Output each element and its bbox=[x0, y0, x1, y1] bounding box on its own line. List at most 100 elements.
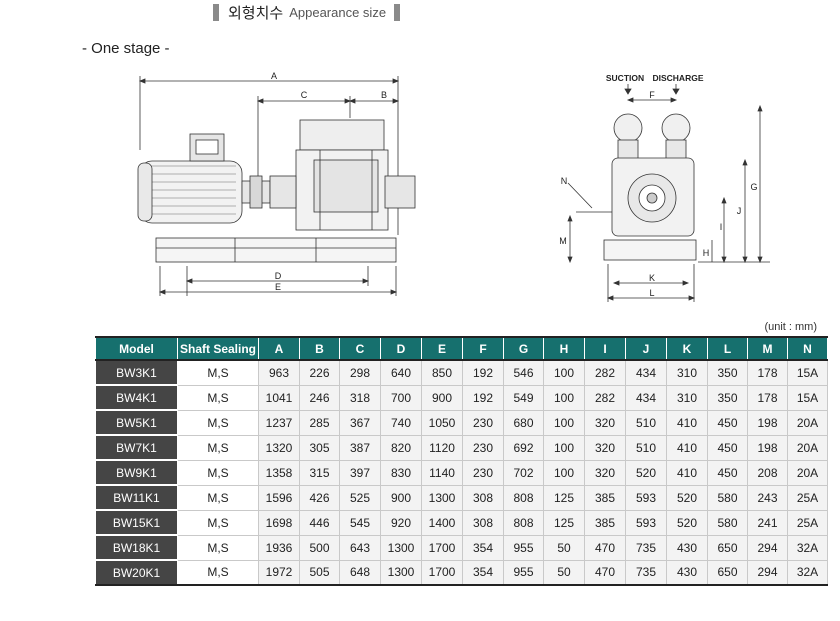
dimension-cell: 505 bbox=[299, 559, 341, 586]
dimension-cell: 385 bbox=[584, 509, 627, 536]
col-header-h: H bbox=[543, 336, 586, 361]
shaft-sealing-cell: M,S bbox=[176, 434, 260, 461]
dimension-cell: 310 bbox=[666, 359, 709, 386]
header-bar-left bbox=[213, 3, 219, 21]
dimension-cell: 546 bbox=[503, 359, 545, 386]
dimension-cell: 700 bbox=[380, 384, 423, 411]
dim-label-d: D bbox=[275, 271, 282, 281]
dim-label-a: A bbox=[271, 71, 277, 81]
dim-label-l: L bbox=[649, 288, 654, 298]
dimension-cell: 410 bbox=[666, 409, 709, 436]
dim-label-e: E bbox=[275, 282, 281, 292]
dimension-cell: 15A bbox=[787, 359, 829, 386]
dimension-cell: 241 bbox=[747, 509, 789, 536]
dimension-cell: 735 bbox=[625, 559, 668, 586]
col-header-c: C bbox=[339, 336, 382, 361]
dimension-cell: 648 bbox=[339, 559, 382, 586]
dimension-cell: 125 bbox=[543, 509, 586, 536]
col-header-e: E bbox=[421, 336, 464, 361]
dimension-cell: 320 bbox=[584, 459, 627, 486]
side-view: SUCTION DISCHARGE F N M bbox=[559, 73, 770, 302]
dimension-cell: 32A bbox=[787, 559, 829, 586]
col-header-g: G bbox=[503, 336, 545, 361]
dimension-cell: 25A bbox=[787, 484, 829, 511]
col-header-shaft-sealing: Shaft Sealing bbox=[176, 336, 260, 361]
dimension-cell: 100 bbox=[543, 434, 586, 461]
front-view: A C B D bbox=[137, 71, 416, 296]
model-cell: BW11K1 bbox=[95, 484, 178, 511]
dimension-cell: 198 bbox=[747, 409, 789, 436]
dimension-cell: 25A bbox=[787, 509, 829, 536]
dim-label-h: H bbox=[703, 248, 710, 258]
table-header-row: Model Shaft Sealing A B C D E F G H I J … bbox=[95, 336, 829, 361]
dimension-cell: 434 bbox=[625, 384, 668, 411]
dimension-cell: 285 bbox=[299, 409, 341, 436]
dimension-cell: 500 bbox=[299, 534, 341, 561]
dimension-cell: 178 bbox=[747, 384, 789, 411]
col-header-k: K bbox=[666, 336, 709, 361]
shaft-sealing-cell: M,S bbox=[176, 384, 260, 411]
model-cell: BW9K1 bbox=[95, 459, 178, 486]
dimension-cell: 735 bbox=[625, 534, 668, 561]
dimension-cell: 1358 bbox=[258, 459, 301, 486]
dimension-cell: 510 bbox=[625, 434, 668, 461]
dimension-cell: 1120 bbox=[421, 434, 464, 461]
dimension-cell: 470 bbox=[584, 559, 627, 586]
shaft-sealing-cell: M,S bbox=[176, 484, 260, 511]
dimension-cell: 100 bbox=[543, 359, 586, 386]
dimension-cell: 650 bbox=[707, 559, 749, 586]
dimension-cell: 1300 bbox=[380, 534, 423, 561]
model-cell: BW18K1 bbox=[95, 534, 178, 561]
dimension-cell: 320 bbox=[584, 409, 627, 436]
dimension-cell: 808 bbox=[503, 484, 545, 511]
model-cell: BW15K1 bbox=[95, 509, 178, 536]
dim-label-m: M bbox=[559, 236, 567, 246]
dimension-cell: 310 bbox=[666, 384, 709, 411]
dimension-cell: 410 bbox=[666, 434, 709, 461]
shaft-sealing-cell: M,S bbox=[176, 409, 260, 436]
dimension-cell: 230 bbox=[462, 409, 505, 436]
dimension-cell: 294 bbox=[747, 559, 789, 586]
header-bar-right bbox=[394, 3, 401, 21]
col-header-model: Model bbox=[95, 336, 178, 361]
dimension-cell: 282 bbox=[584, 384, 627, 411]
dimension-cell: 350 bbox=[707, 384, 749, 411]
dim-label-k: K bbox=[649, 273, 655, 283]
dimension-cell: 525 bbox=[339, 484, 382, 511]
discharge-label: DISCHARGE bbox=[652, 73, 703, 83]
dimension-cell: 100 bbox=[543, 459, 586, 486]
dimension-cell: 1320 bbox=[258, 434, 301, 461]
dimension-cell: 446 bbox=[299, 509, 341, 536]
dim-label-i: I bbox=[720, 222, 723, 232]
dimension-cell: 100 bbox=[543, 409, 586, 436]
unit-note: (unit : mm) bbox=[764, 321, 817, 333]
dimension-cell: 397 bbox=[339, 459, 382, 486]
dimension-cell: 100 bbox=[543, 384, 586, 411]
dimension-cell: 192 bbox=[462, 384, 505, 411]
dimension-table: Model Shaft Sealing A B C D E F G H I J … bbox=[95, 336, 829, 586]
dim-label-g: G bbox=[750, 182, 757, 192]
dimension-cell: 20A bbox=[787, 409, 829, 436]
shaft-sealing-cell: M,S bbox=[176, 559, 260, 586]
shaft-sealing-cell: M,S bbox=[176, 509, 260, 536]
model-cell: BW7K1 bbox=[95, 434, 178, 461]
dim-label-c: C bbox=[301, 90, 308, 100]
dimension-cell: 1237 bbox=[258, 409, 301, 436]
dimension-cell: 450 bbox=[707, 409, 749, 436]
dimension-cell: 410 bbox=[666, 459, 709, 486]
dimension-cell: 192 bbox=[462, 359, 505, 386]
dimension-cell: 520 bbox=[666, 509, 709, 536]
col-header-d: D bbox=[380, 336, 423, 361]
dimension-cell: 178 bbox=[747, 359, 789, 386]
dimension-cell: 830 bbox=[380, 459, 423, 486]
dimension-cell: 1698 bbox=[258, 509, 301, 536]
col-header-m: M bbox=[747, 336, 789, 361]
dimension-cell: 430 bbox=[666, 534, 709, 561]
